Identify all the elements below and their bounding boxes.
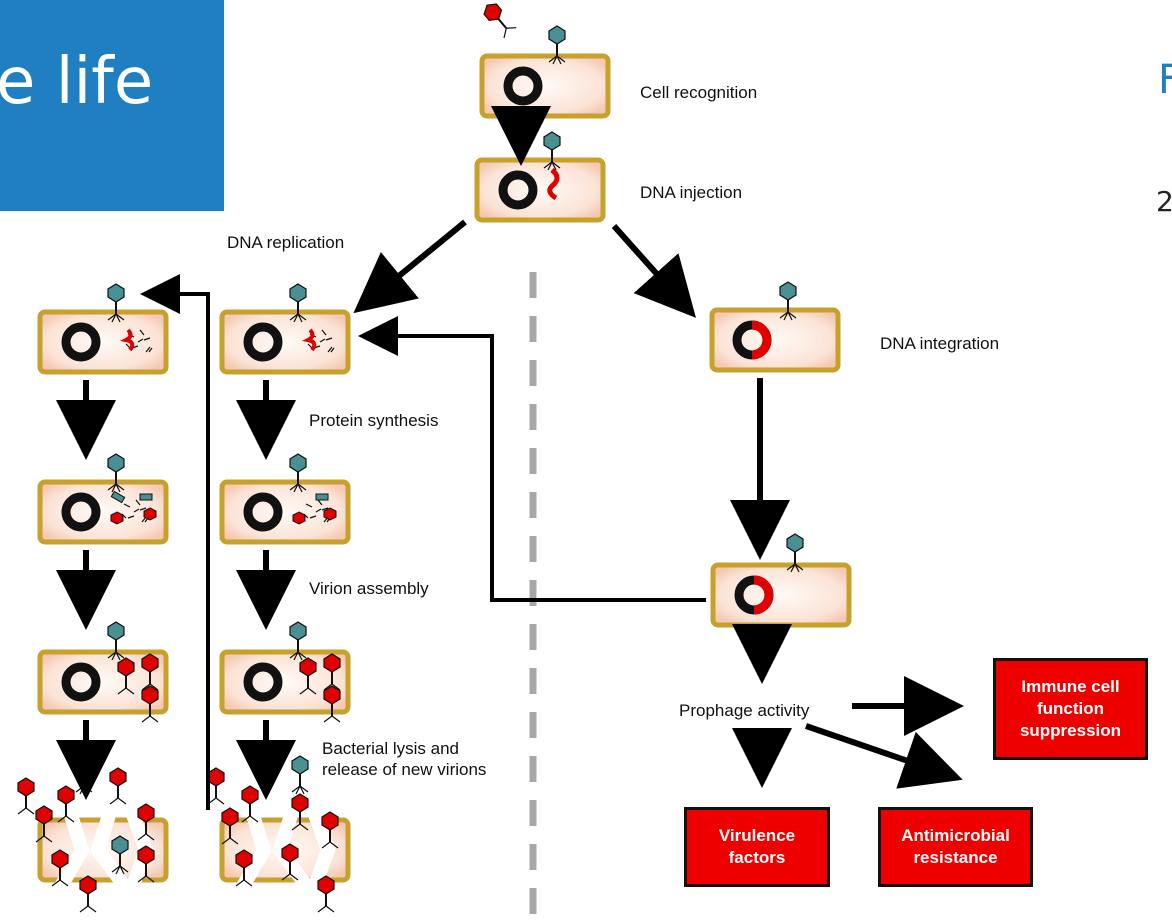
cell-recognition-cell [479,25,611,119]
lytic-col-a [17,283,169,913]
free-phage-top [479,0,518,39]
label-dna-integration: DNA integration [880,334,1000,353]
label-dna-replication: DNA replication [227,233,345,252]
right-number-fragment: 2 [1156,185,1172,218]
prophage-cell [710,533,852,628]
outcome-virulence-factors: Virulence factors [684,807,830,887]
arrow-to-antimicrobial [805,723,963,789]
induction-arrow [358,316,706,602]
title-text: e life [0,45,154,119]
lytic-arrows [56,380,296,800]
label-virion-assembly: Virion assembly [309,579,429,598]
dna-integration-cell [709,281,841,373]
label-prophage-activity: Prophage activity [679,701,810,720]
arrow-to-replication [353,219,467,314]
label-dna-injection: DNA injection [640,183,743,202]
label-bacterial-lysis: Bacterial lysis and release of new virio… [322,739,487,780]
reinfection-arrow [140,274,210,810]
dna-injection-cell [474,131,606,223]
title-banner: e life [0,0,224,211]
label-cell-recognition: Cell recognition [640,83,758,102]
outcome-immune-suppression: Immune cell function suppression [993,658,1148,760]
lytic-col-b [207,283,351,913]
arrow-to-integration [611,224,696,318]
right-heading-fragment: F [1158,57,1172,103]
label-protein-synthesis: Protein synthesis [309,411,439,430]
outcome-antimicrobial-resistance: Antimicrobial resistance [878,807,1033,887]
